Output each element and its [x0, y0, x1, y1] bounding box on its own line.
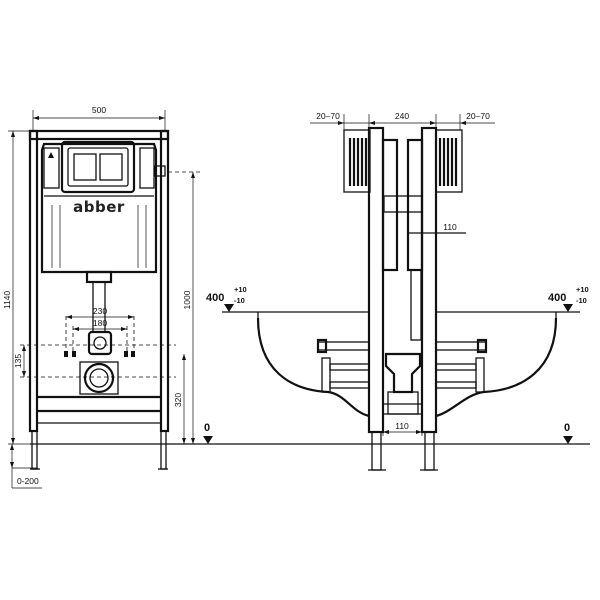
floor-left: 0	[204, 422, 210, 434]
floor-marker-right-icon	[563, 436, 573, 444]
level-left-tol-plus: +10	[234, 285, 247, 294]
brand-logo: abber	[73, 198, 125, 216]
frame-height-dimension: 1000	[182, 290, 192, 309]
adjust-range-dimension: 0-200	[17, 476, 39, 486]
depth-dimension: 110	[443, 222, 457, 232]
level-right: 400	[548, 292, 566, 304]
level-left: 400	[206, 292, 224, 304]
left-wall-bracket	[343, 129, 371, 193]
level-left-tol-minus: -10	[234, 296, 245, 305]
level-marker-right-icon	[563, 304, 573, 312]
center-dimension: 240	[395, 111, 409, 121]
drain-body	[384, 352, 422, 394]
right-range-dimension: 20–70	[466, 111, 490, 121]
height-135-dimension: 135	[13, 354, 23, 368]
floor-right: 0	[564, 422, 570, 434]
bottom-width-dimension: 110	[395, 421, 409, 431]
floor-marker-left-icon	[203, 436, 213, 444]
side-view: 20–70 240 20–70	[203, 111, 589, 471]
width-dimension: 500	[92, 105, 106, 115]
left-range-dimension: 20–70	[316, 111, 340, 121]
level-right-tol-minus: -10	[576, 296, 587, 305]
basin-right-outline	[435, 317, 558, 418]
inner-spacing-dimension: 180	[93, 318, 107, 328]
level-right-tol-plus: +10	[576, 285, 589, 294]
right-wall-bracket	[435, 129, 463, 193]
level-marker-left-icon	[224, 304, 234, 312]
pipe-spacing-dimension: 230	[93, 306, 107, 316]
basin-left-outline	[256, 317, 370, 418]
height-320-dimension: 320	[173, 393, 183, 407]
front-view: 500 1140	[2, 105, 200, 489]
total-height-dimension: 1140	[2, 291, 12, 310]
